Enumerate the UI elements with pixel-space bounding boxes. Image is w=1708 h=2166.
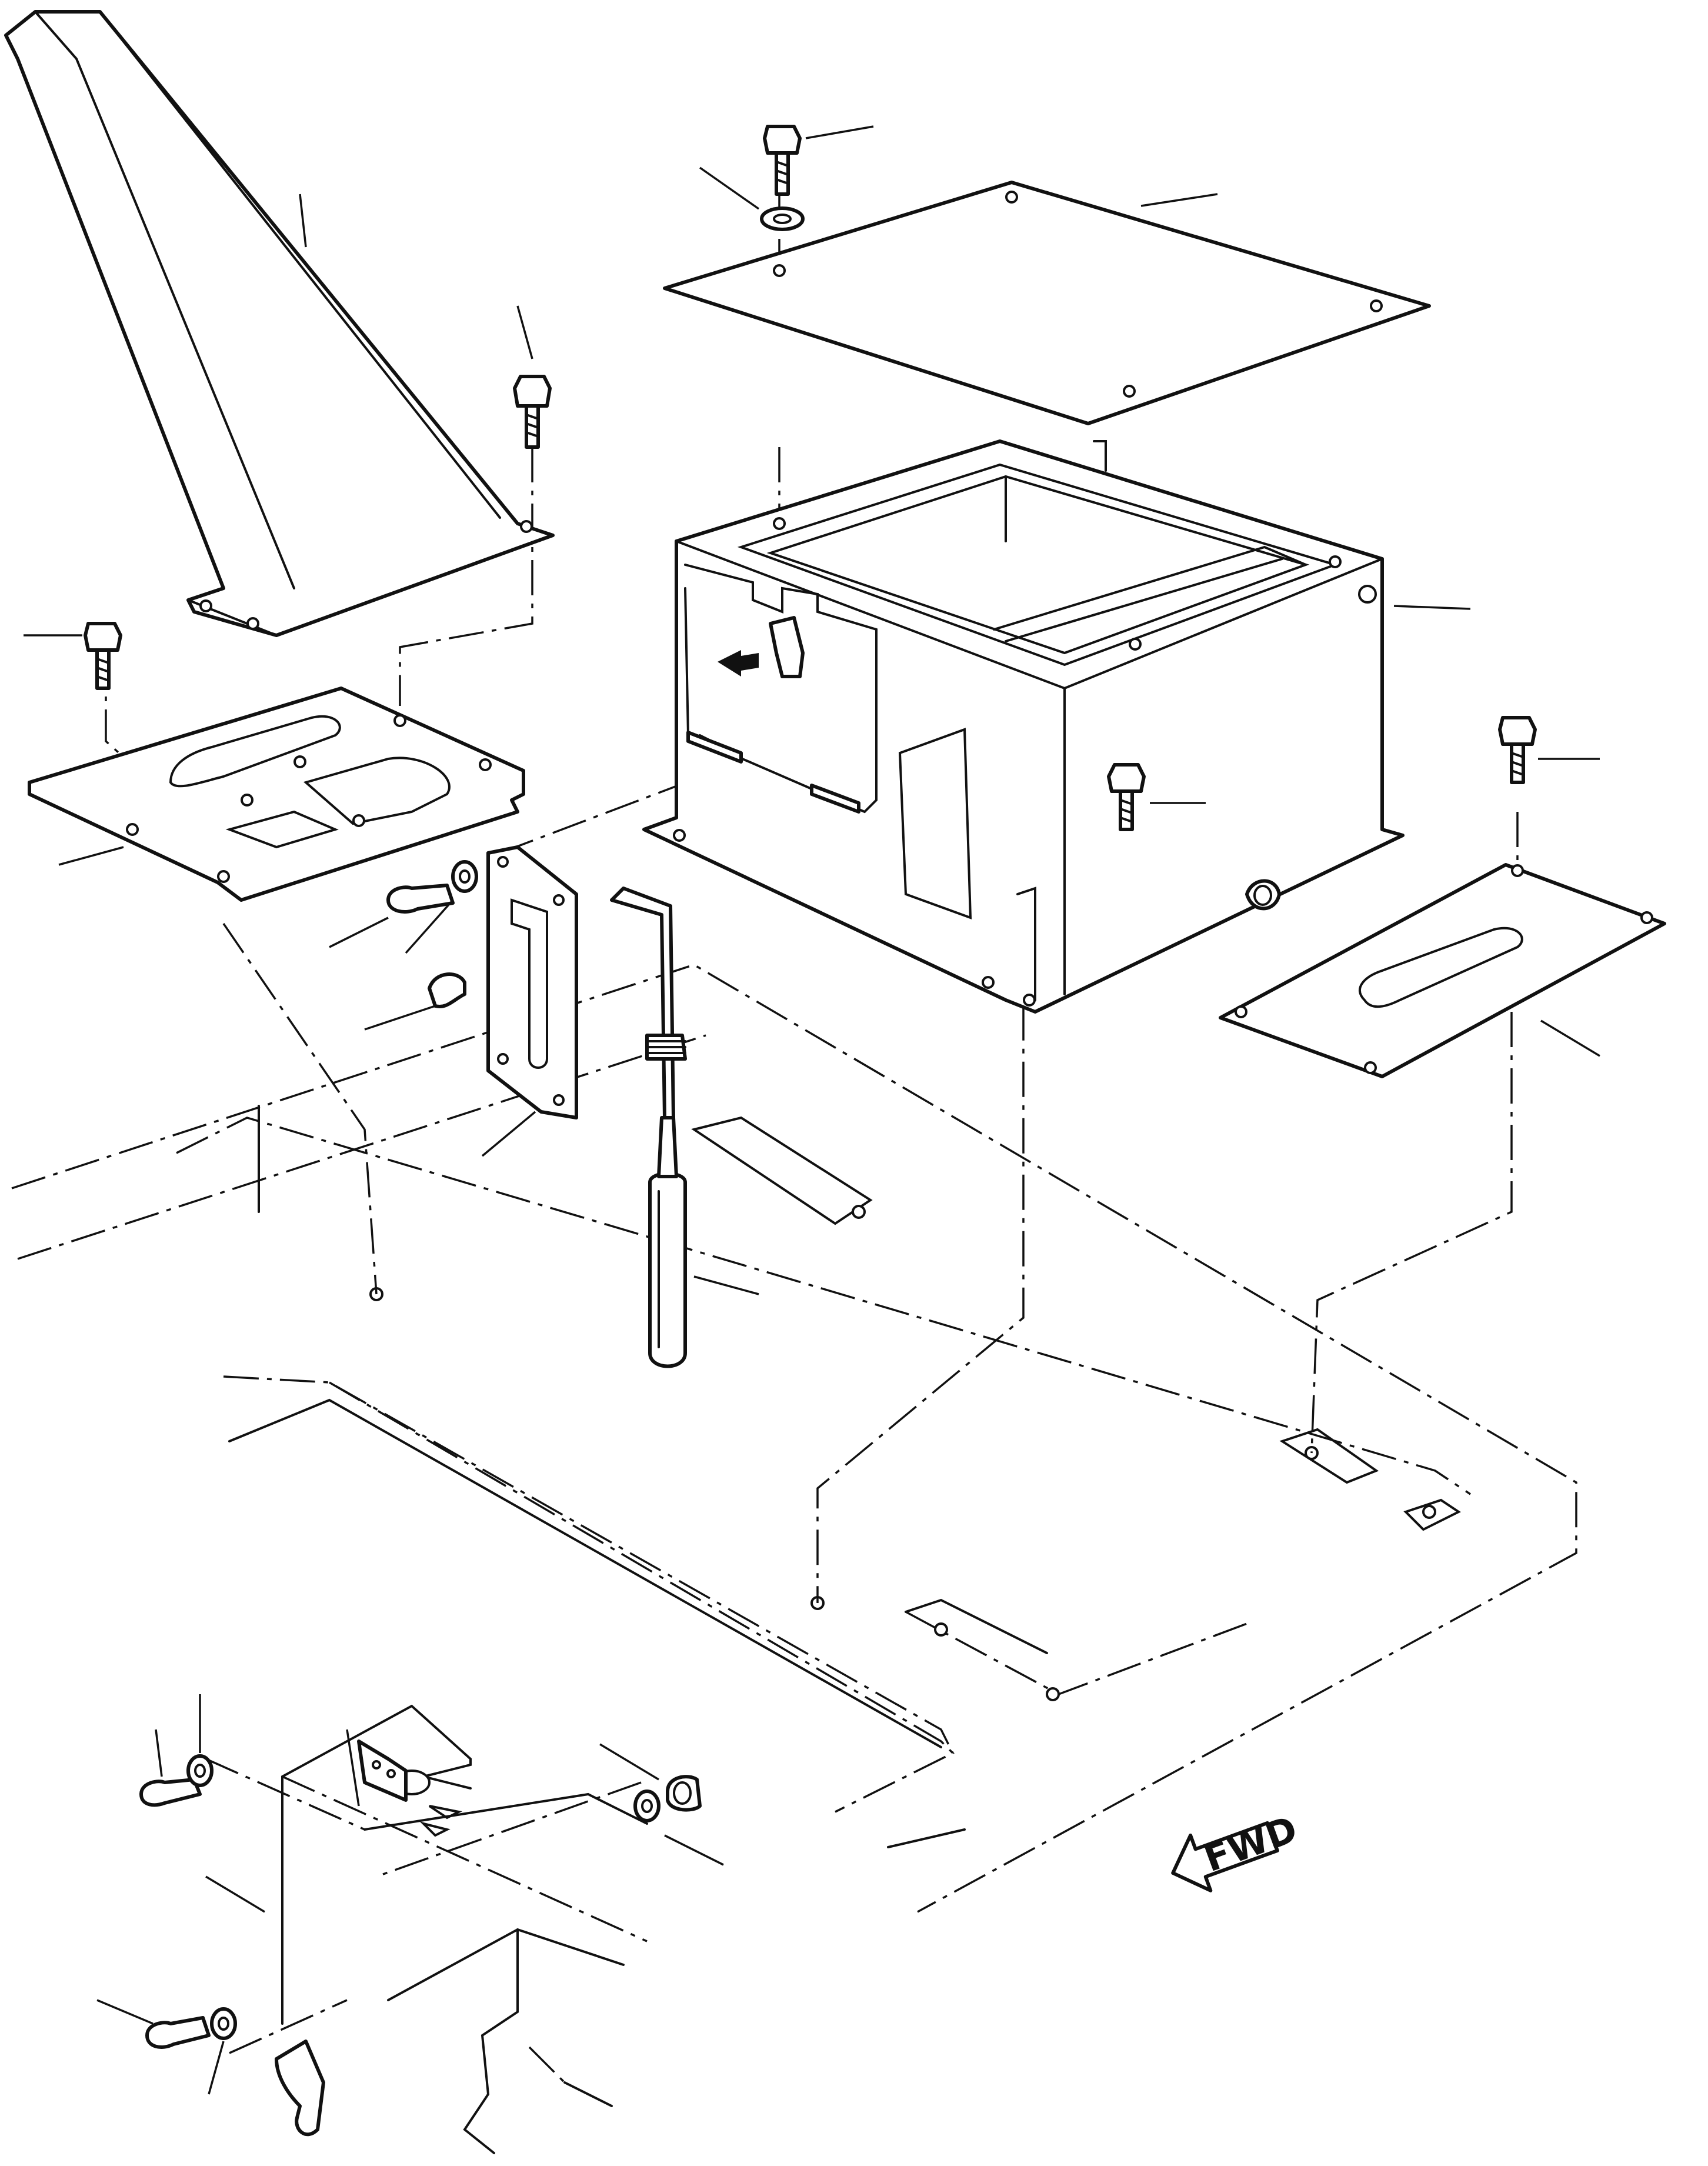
lever-base-plate (28, 687, 525, 902)
console-box-bolt (1107, 763, 1206, 831)
cover-washer (699, 166, 805, 231)
right-plate-bolt (1498, 716, 1600, 784)
inset-bolt-bottom (96, 1999, 211, 2049)
lock-rod (610, 887, 759, 1368)
inset-washer-bottom (208, 2007, 237, 2095)
top-cover-plate (663, 181, 1431, 425)
guide-washer (405, 860, 478, 954)
guide-plate (481, 845, 578, 1157)
base-plate-bolt (24, 622, 122, 690)
floor-frame (11, 964, 1577, 1913)
inset-washer-top (186, 1694, 214, 1787)
floor-mounting-hole (934, 1622, 948, 1637)
console-box (642, 439, 1471, 1014)
fwd-direction-marker: FWD (1171, 1807, 1303, 1892)
floor-mounting-hole (852, 1205, 866, 1219)
fwd-label: FWD (1199, 1807, 1303, 1880)
inset-washer-right (633, 1790, 724, 1866)
inset-nut-right (599, 1743, 702, 1812)
inset-bolt-top (139, 1729, 202, 1807)
right-cover-plate (1219, 863, 1666, 1078)
arm-mounting-bolt (513, 305, 552, 449)
latch-detail-inset (205, 1704, 648, 2154)
guide-bolt (329, 884, 455, 948)
cover-bolt (763, 125, 874, 196)
support-arm (4, 10, 555, 637)
locator-arrow-icon (718, 650, 759, 677)
floor-mounting-hole (1422, 1505, 1436, 1519)
guide-clip (364, 972, 466, 1031)
floor-mounting-hole (1046, 1687, 1060, 1701)
forward-arrow-icon (1171, 1821, 1279, 1892)
